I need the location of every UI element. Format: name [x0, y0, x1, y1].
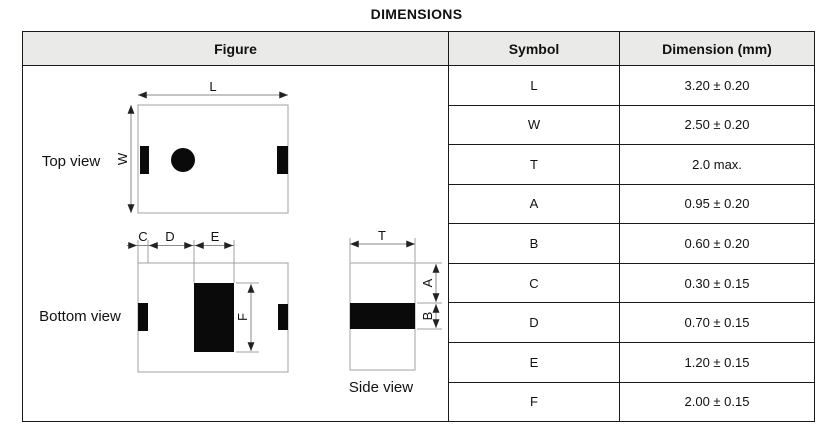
top-view-body-outline — [137, 104, 289, 214]
top-view-caption: Top view — [42, 153, 101, 170]
top-view-left-terminal — [140, 146, 149, 174]
figure-column-header: Figure — [23, 32, 448, 66]
bottom-view-right-pad — [278, 304, 288, 330]
dimension-label-L: L — [209, 79, 216, 94]
bottom-view-center-pad — [194, 283, 234, 352]
symbol-cell-E: E — [449, 343, 619, 383]
dimensions-table: Figure L — [22, 31, 815, 422]
dimension-cell-L: 3.20 ± 0.20 — [620, 66, 814, 106]
dimension-label-C: C — [138, 229, 147, 244]
dimension-label-W: W — [115, 152, 130, 165]
top-view-marking-dot — [171, 148, 195, 172]
dimension-label-D: D — [165, 229, 174, 244]
page-title: DIMENSIONS — [370, 6, 463, 22]
side-view-drawing: T A B Side view — [349, 228, 442, 396]
side-view-terminal-band — [350, 303, 415, 329]
dimension-column-header: Dimension (mm) — [620, 32, 814, 66]
bottom-view-caption: Bottom view — [39, 308, 121, 325]
symbol-cell-T: T — [449, 145, 619, 185]
dimension-label-A: A — [420, 278, 435, 287]
dimension-label-B: B — [420, 312, 435, 321]
symbol-cell-A: A — [449, 185, 619, 225]
dimension-column: Dimension (mm) 3.20 ± 0.20 2.50 ± 0.20 2… — [619, 32, 814, 421]
symbol-cell-C: C — [449, 264, 619, 304]
dimension-label-E: E — [211, 229, 220, 244]
dimension-cell-W: 2.50 ± 0.20 — [620, 106, 814, 146]
symbol-cell-D: D — [449, 303, 619, 343]
dimension-cell-E: 1.20 ± 0.15 — [620, 343, 814, 383]
symbol-column-header: Symbol — [449, 32, 619, 66]
symbol-cell-F: F — [530, 394, 538, 410]
dimension-label-T: T — [378, 228, 386, 243]
symbol-cell-W: W — [449, 106, 619, 146]
bottom-view-left-pad — [138, 303, 148, 331]
symbol-cell-B: B — [449, 224, 619, 264]
dimension-cell-C: 0.30 ± 0.15 — [620, 264, 814, 304]
dimension-cell-T: 2.0 max. — [620, 145, 814, 185]
symbol-cell-L: L — [449, 66, 619, 106]
bottom-view-drawing: C D E F Bottom view — [39, 229, 289, 373]
side-view-caption: Side view — [349, 379, 413, 396]
top-view-right-terminal — [277, 146, 288, 174]
dimension-cell-B: 0.60 ± 0.20 — [620, 224, 814, 264]
package-drawing: L W Top view — [39, 79, 442, 396]
dimension-cell-A: 0.95 ± 0.20 — [620, 185, 814, 225]
figure-drawing-area: L W Top view — [23, 66, 448, 421]
dimension-cell-F: 2.00 ± 0.15 — [684, 394, 750, 410]
dimension-cell-D: 0.70 ± 0.15 — [620, 303, 814, 343]
symbol-column: Symbol L W T A B C D E F — [448, 32, 619, 421]
dimension-label-F: F — [235, 313, 250, 321]
figure-column: Figure L — [23, 32, 448, 421]
top-view-drawing: L W Top view — [42, 79, 289, 214]
